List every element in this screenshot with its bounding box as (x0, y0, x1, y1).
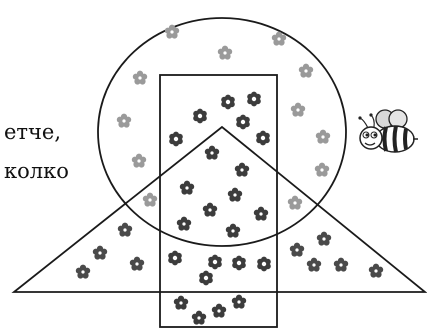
flower-icon (179, 180, 195, 195)
flower-icon (306, 257, 322, 272)
flower-icon (92, 245, 108, 260)
daisy-icon (193, 108, 207, 124)
flower-icon (225, 223, 241, 238)
flowers-circle-only (116, 24, 331, 210)
flower-icon (231, 294, 247, 309)
daisy-icon (221, 94, 235, 110)
flower-icon (298, 63, 314, 78)
daisy-icon (247, 91, 261, 107)
bee-icon (358, 109, 418, 153)
flower-icon (290, 102, 306, 117)
daisy-icon (236, 114, 250, 130)
flower-icon (129, 256, 145, 271)
daisy-icon (168, 250, 182, 266)
flower-icon (142, 192, 158, 207)
flower-icon (116, 113, 132, 128)
flower-icon (202, 202, 218, 217)
flower-icon (75, 264, 91, 279)
flowers-all-three (176, 145, 269, 238)
flower-icon (131, 153, 147, 168)
flower-icon (315, 129, 331, 144)
text-line-2: колко (4, 159, 69, 183)
flower-icon (333, 257, 349, 272)
flower-icon (289, 242, 305, 257)
flower-icon (132, 70, 148, 85)
daisy-icon (232, 255, 246, 271)
flower-icon (316, 231, 332, 246)
triangle-shape (11, 125, 427, 293)
flowers-rectangle-only (173, 294, 247, 325)
flower-icon (287, 195, 303, 210)
daisy-icon (169, 131, 183, 147)
daisy-icon (199, 270, 213, 286)
flower-icon (191, 310, 207, 325)
flower-icon (117, 222, 133, 237)
flower-icon (368, 263, 384, 278)
circle-shape (97, 17, 347, 247)
rectangle-shape (159, 74, 278, 328)
flower-icon (173, 295, 189, 310)
flower-icon (211, 303, 227, 318)
flower-icon (204, 145, 220, 160)
flower-icon (176, 216, 192, 231)
flower-icon (234, 162, 250, 177)
flower-icon (227, 187, 243, 202)
flower-icon (217, 45, 233, 60)
daisy-icon (208, 254, 222, 270)
daisy-icon (256, 130, 270, 146)
flower-icon (314, 162, 330, 177)
flower-icon (253, 206, 269, 221)
text-line-1: етче, (4, 120, 62, 144)
daisy-icon (257, 256, 271, 272)
